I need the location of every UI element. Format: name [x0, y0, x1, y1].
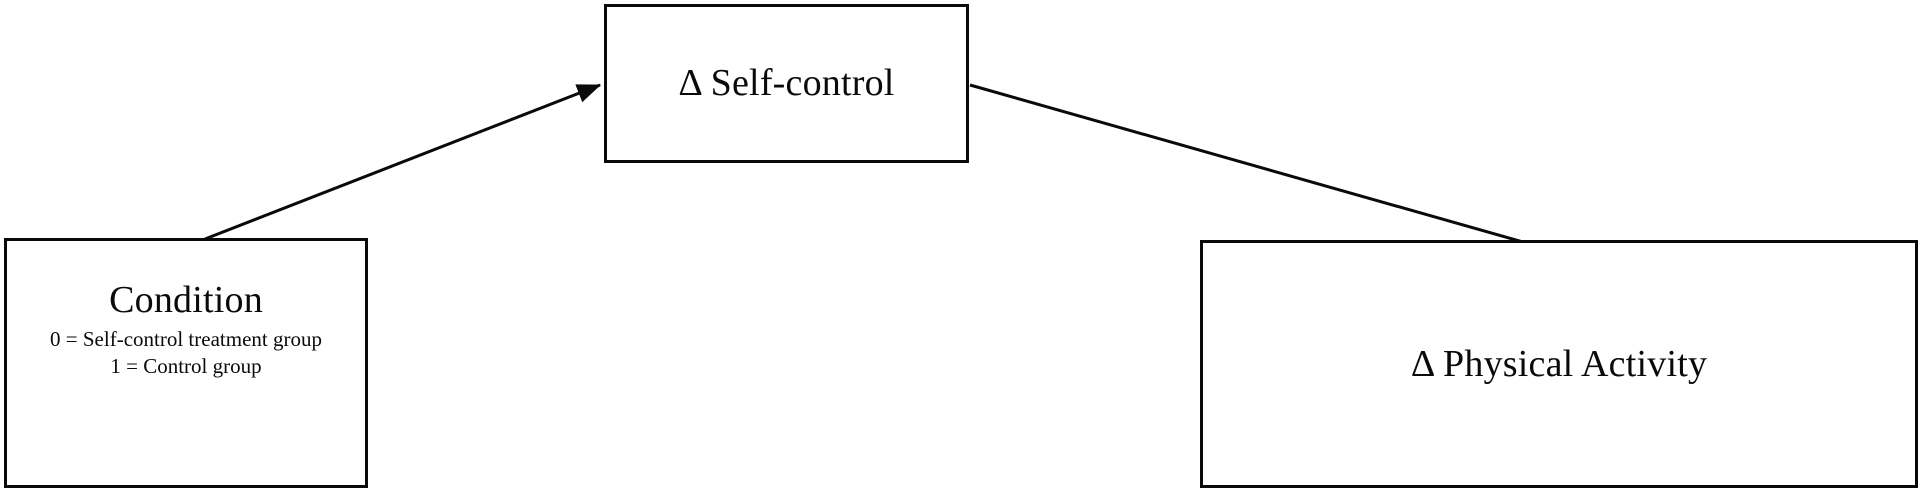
node-self-control[interactable]: Δ Self-control [604, 4, 969, 163]
node-physical-activity[interactable]: Δ Physical Activity [1200, 240, 1918, 488]
node-condition-sub-line-0: 0 = Self-control treatment group [50, 326, 322, 351]
node-condition-sub-line-1: 1 = Control group [110, 353, 262, 378]
edge-condition-to-self-control [204, 83, 602, 241]
node-condition[interactable]: Condition 0 = Self-control treatment gro… [4, 238, 368, 488]
node-condition-title: Condition [109, 279, 263, 321]
node-physical-activity-title: Δ Physical Activity [1410, 342, 1708, 385]
node-self-control-title: Δ Self-control [678, 62, 895, 105]
node-condition-subtitle: 0 = Self-control treatment group 1 = Con… [50, 326, 322, 381]
